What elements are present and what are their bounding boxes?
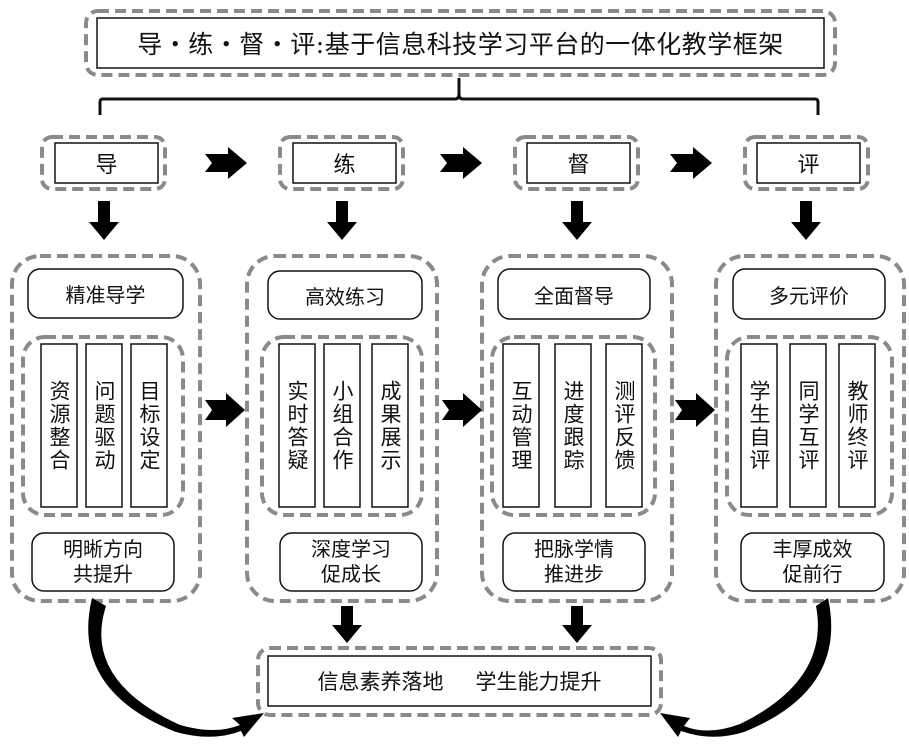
page-title: 导・练・督・评:基于信息科技学习平台的一体化教学框架 — [137, 30, 784, 59]
column-frame-dao — [10, 254, 202, 603]
result-down-arrows — [332, 606, 592, 643]
column-flow-arrows — [205, 393, 715, 427]
activity-item: 成果展示 — [378, 379, 402, 472]
column-frame-lian — [245, 254, 439, 603]
stage-label-du: 督 — [567, 153, 590, 178]
outcome-line: 促前行 — [782, 562, 843, 586]
outcome-box-du: 把脉学情 推进步 — [503, 533, 645, 591]
down-arrows — [89, 201, 821, 240]
outcome-line: 推进步 — [544, 562, 604, 586]
arrow-down-icon — [562, 606, 592, 643]
column-heading: 精准导学 — [65, 283, 146, 307]
arrow-down-icon — [327, 201, 357, 240]
arrow-right-icon — [440, 147, 482, 179]
activity-item: 问题驱动 — [92, 379, 116, 472]
column-frame-du — [480, 254, 674, 603]
activity-item: 互动管理 — [509, 379, 533, 472]
curved-arrow-left-icon — [88, 598, 264, 737]
arrow-right-icon — [670, 147, 712, 179]
column-heading: 多元评价 — [769, 283, 849, 308]
outcome-line: 把脉学情 — [534, 537, 614, 561]
title-box — [96, 17, 825, 69]
activity-item: 小组合作 — [330, 379, 354, 472]
outcome-box-ping: 丰厚成效 促前行 — [741, 533, 884, 591]
bracket-connector — [98, 78, 820, 115]
arrow-down-icon — [791, 201, 821, 240]
arrow-down-icon — [332, 606, 362, 643]
outcome-box-lian: 深度学习 促成长 — [280, 533, 422, 591]
arrow-down-icon — [89, 201, 119, 240]
arrow-down-icon — [562, 201, 592, 240]
result-dashed-frame — [256, 646, 663, 717]
activity-item: 同学互评 — [796, 379, 820, 472]
activity-item: 学生自评 — [747, 379, 771, 472]
activity-item: 教师终评 — [845, 379, 869, 472]
activity-item: 目标设定 — [137, 379, 161, 472]
result-statement: 信息素养落地 学生能力提升 — [268, 656, 651, 706]
column-heading: 全面督导 — [534, 283, 614, 308]
outcome-box-dao: 明晰方向 共提升 — [32, 533, 174, 591]
stage-label-dao: 导 — [95, 153, 118, 178]
stage-label-frames — [40, 135, 870, 191]
arrow-right-icon — [205, 147, 247, 179]
outcome-line: 明晰方向 — [63, 537, 143, 561]
result-left-text: 信息素养落地 — [317, 670, 444, 694]
stage-flow-arrows — [205, 147, 712, 179]
result-box — [267, 655, 652, 707]
activity-item: 实时答疑 — [285, 379, 309, 472]
outcome-line: 促成长 — [321, 562, 381, 586]
activity-item: 进度跟踪 — [561, 379, 585, 472]
stage-label-ping: 评 — [797, 153, 820, 178]
arrow-right-icon — [675, 393, 715, 427]
arrow-right-icon — [205, 393, 245, 427]
title-dashed-frame — [84, 9, 837, 77]
outcome-line: 共提升 — [73, 562, 133, 586]
result-right-text: 学生能力提升 — [475, 670, 602, 694]
curved-arrow-right-icon — [660, 598, 832, 737]
outcome-line: 深度学习 — [311, 537, 391, 561]
stage-label-lian: 练 — [333, 153, 356, 178]
arrow-right-icon — [442, 393, 482, 427]
activity-item: 资源整合 — [47, 379, 71, 472]
column-frame-ping — [714, 254, 906, 603]
outcome-line: 丰厚成效 — [772, 537, 853, 561]
activity-item: 测评反馈 — [612, 379, 636, 472]
column-heading: 高效练习 — [305, 284, 385, 309]
